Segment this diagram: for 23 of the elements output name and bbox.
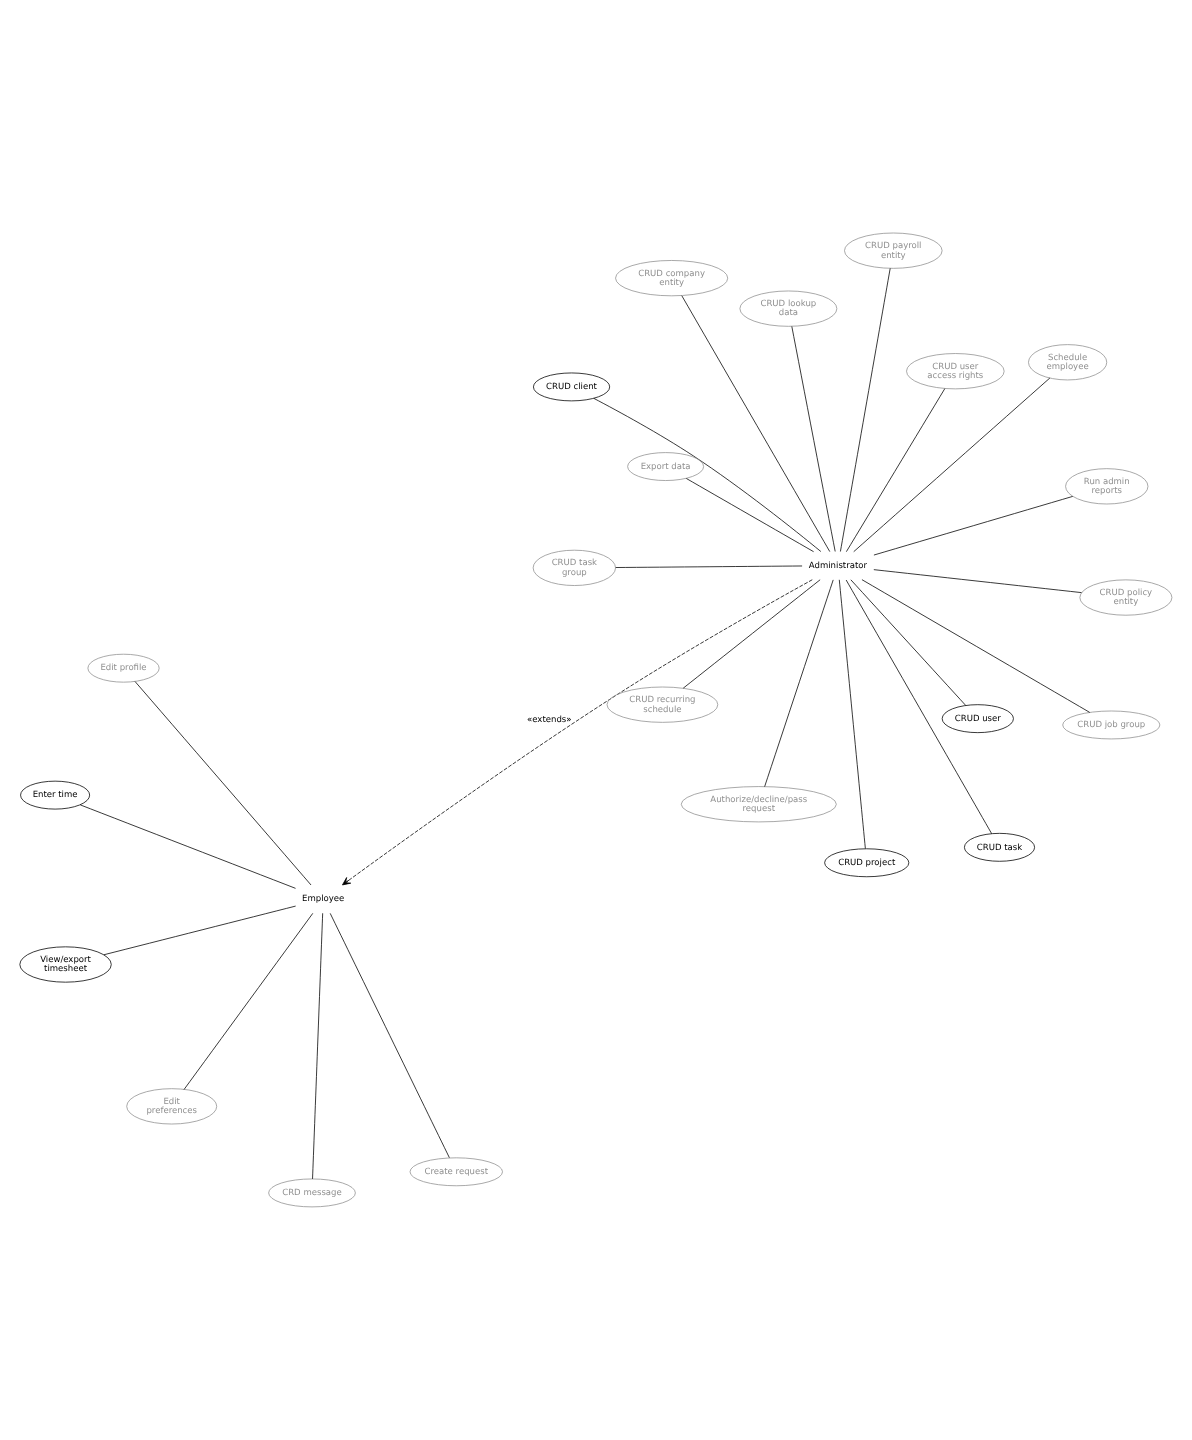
connector xyxy=(312,912,324,1180)
connector xyxy=(853,377,1051,553)
connector xyxy=(873,569,1082,593)
connector xyxy=(682,579,821,689)
connector xyxy=(79,804,296,889)
connector xyxy=(183,912,314,1090)
connector xyxy=(103,905,297,956)
connector xyxy=(134,681,312,886)
connector xyxy=(840,268,891,552)
connector xyxy=(873,496,1074,556)
connector xyxy=(615,565,803,568)
connector xyxy=(329,912,450,1159)
connector xyxy=(845,579,993,835)
connector xyxy=(846,388,946,553)
connector xyxy=(861,579,1091,713)
connector xyxy=(838,579,866,849)
arrow xyxy=(342,579,813,886)
connector xyxy=(791,326,836,552)
connector xyxy=(593,398,822,552)
connector xyxy=(681,295,831,552)
connector xyxy=(850,579,967,706)
connector xyxy=(685,478,814,553)
connector xyxy=(764,579,834,787)
